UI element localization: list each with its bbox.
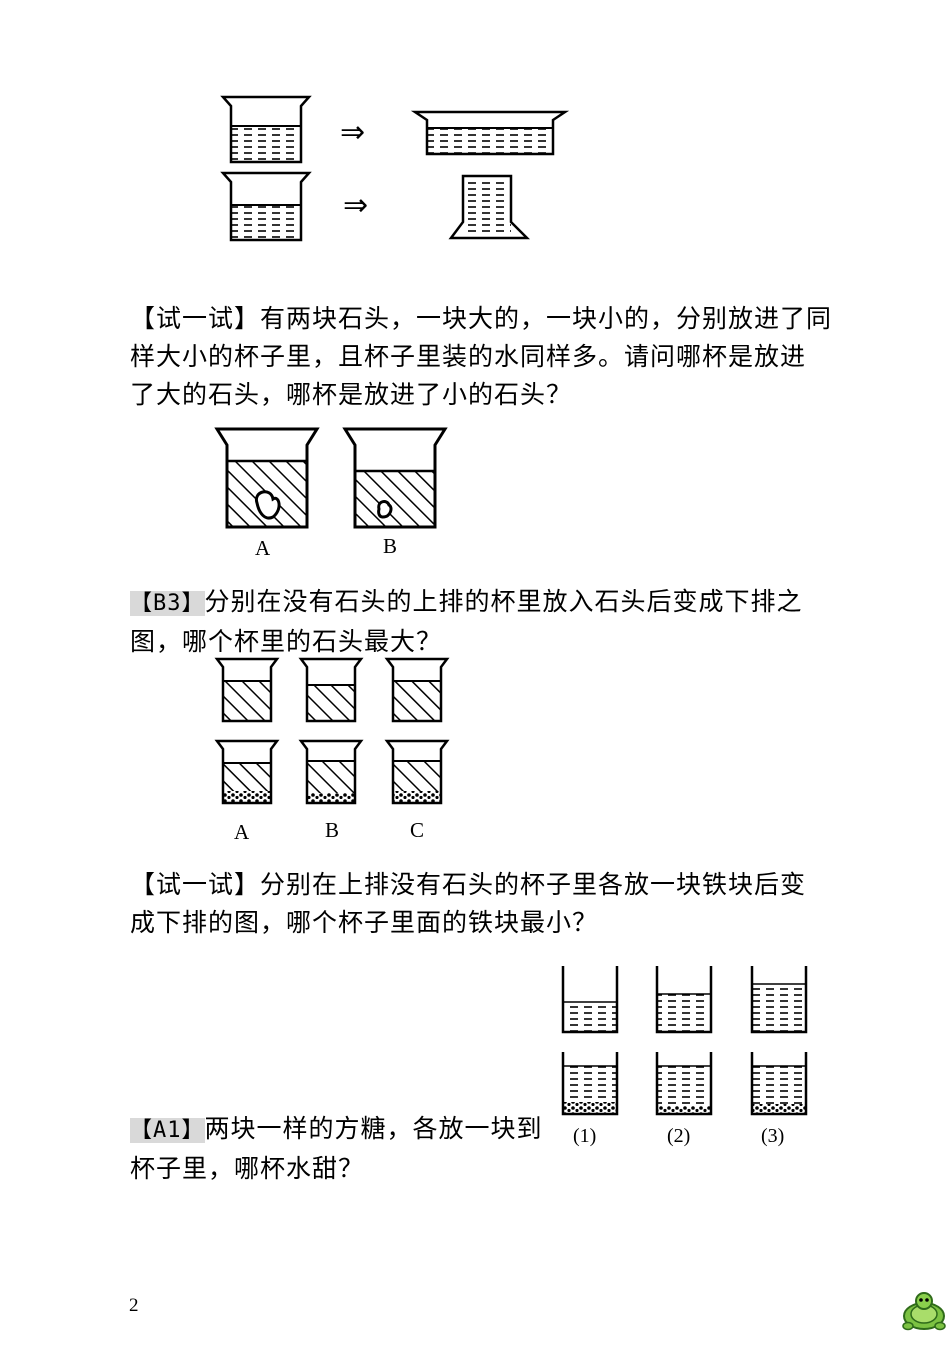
cup-bottom-b-icon xyxy=(298,739,364,805)
arrow-top: ⇒ xyxy=(340,115,365,150)
cup-label-a: A xyxy=(234,820,250,844)
cup-bottom-c-icon xyxy=(384,739,450,805)
section-text-line: 两块一样的方糖，各放一块到 xyxy=(204,1114,543,1143)
page-number: 2 xyxy=(129,1295,139,1316)
section-text-line: 分别在上排没有石头的杯子里各放一块铁块后变 xyxy=(260,870,807,899)
section-text-line: 了大的石头，哪杯是放进了小的石头？ xyxy=(130,380,573,409)
cup-a-icon xyxy=(214,427,320,529)
beaker-icon xyxy=(220,171,312,242)
cup-label-c: C xyxy=(410,818,425,842)
cup-label-b: B xyxy=(383,534,398,558)
cup-label-3: (3) xyxy=(761,1125,785,1147)
section-tag: 【B3】 xyxy=(130,591,205,616)
cup-label-b: B xyxy=(325,818,340,842)
section-a1: 【A1】两块一样的方糖，各放一块到 杯子里，哪杯水甜？ xyxy=(130,1110,543,1188)
turtle-logo-icon xyxy=(902,1292,946,1331)
figure-iron-blocks xyxy=(561,966,808,1116)
cup-bottom-3-icon xyxy=(750,1052,808,1116)
cup-label-2: (2) xyxy=(667,1125,691,1147)
cup-top-b-icon xyxy=(298,657,364,723)
cup-top-c-icon xyxy=(384,657,450,723)
section-tag: 【A1】 xyxy=(130,1118,205,1143)
cup-bottom-a-icon xyxy=(214,739,280,805)
beaker-icon xyxy=(220,95,312,164)
wide-container-icon xyxy=(410,110,570,156)
cup-top-3-icon xyxy=(750,966,808,1034)
figure-stones-in-cups xyxy=(214,427,448,529)
section-tag: 【试一试】 xyxy=(130,304,261,333)
section-text-line: 样大小的杯子里，且杯子里装的水同样多。请问哪杯是放进 xyxy=(130,342,807,371)
section-text-line: 分别在没有石头的上排的杯里放入石头后变成下排之 xyxy=(204,587,803,616)
cup-bottom-1-icon xyxy=(561,1052,619,1116)
figure-pouring-water: ⇒ ⇒ xyxy=(220,95,570,242)
cup-top-a-icon xyxy=(214,657,280,723)
cup-b-icon xyxy=(342,427,448,529)
section-try-2: 【试一试】分别在上排没有石头的杯子里各放一块铁块后变 成下排的图，哪个杯子里面的… xyxy=(130,866,806,942)
section-text-line: 有两块石头，一块大的，一块小的，分别放进了同 xyxy=(260,304,833,333)
section-text-line: 成下排的图，哪个杯子里面的铁块最小？ xyxy=(130,908,599,937)
section-text-line: 图，哪个杯里的石头最大？ xyxy=(130,627,443,656)
cup-label-1: (1) xyxy=(573,1125,597,1147)
arrow-bottom: ⇒ xyxy=(343,188,368,223)
figure-six-cups xyxy=(214,657,450,805)
section-tag: 【试一试】 xyxy=(130,870,261,899)
cup-bottom-2-icon xyxy=(655,1052,713,1116)
section-text-line: 杯子里，哪杯水甜？ xyxy=(130,1154,365,1183)
cup-label-a: A xyxy=(255,536,271,560)
section-b3: 【B3】分别在没有石头的上排的杯里放入石头后变成下排之 图，哪个杯里的石头最大？ xyxy=(130,583,803,661)
cup-top-1-icon xyxy=(561,966,619,1034)
cup-top-2-icon xyxy=(655,966,713,1034)
section-try-1: 【试一试】有两块石头，一块大的，一块小的，分别放进了同 样大小的杯子里，且杯子里… xyxy=(130,300,832,414)
narrow-container-icon xyxy=(448,174,531,240)
